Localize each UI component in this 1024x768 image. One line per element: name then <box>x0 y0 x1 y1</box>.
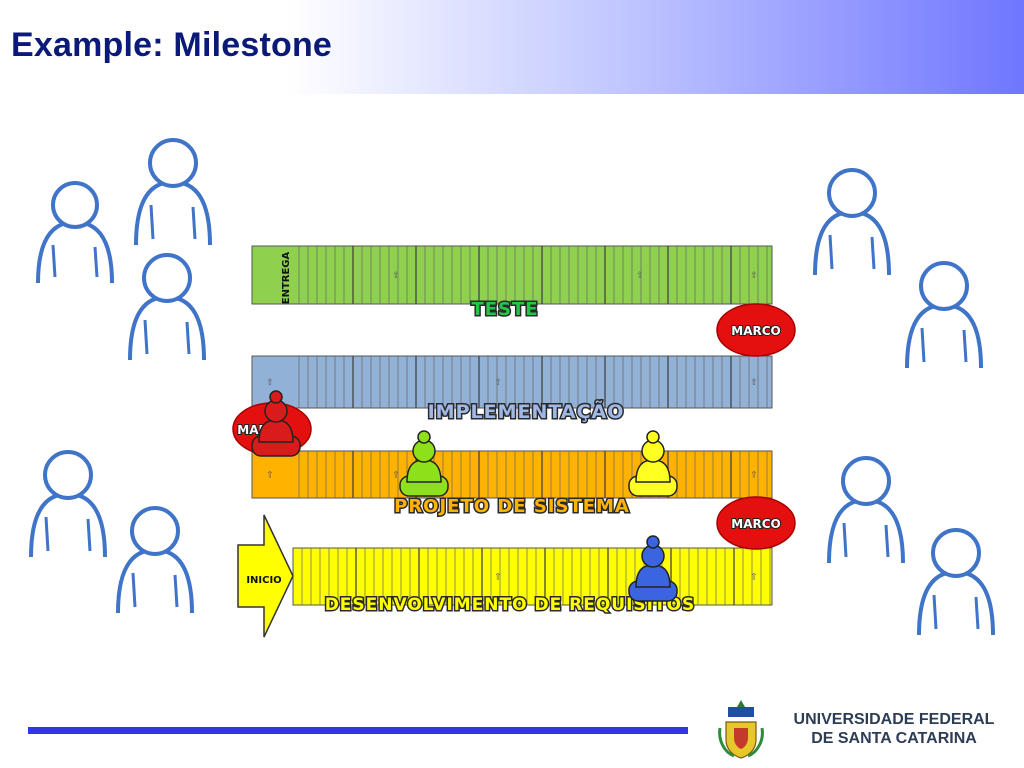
university-crest-icon <box>718 700 764 759</box>
direction-arrow-icon: ⇧ <box>266 471 274 481</box>
direction-arrow-icon: ⇧ <box>392 271 400 281</box>
lane-teste: ⇧ ⇧ ⇧ <box>251 245 773 305</box>
lane-background <box>251 245 773 305</box>
inicio-arrow: INICIO <box>237 514 294 638</box>
university-name-line2: DE SANTA CATARINA <box>811 730 977 747</box>
direction-arrow-icon: ⇧ <box>266 378 274 388</box>
direction-arrow-icon: ⇧ <box>392 471 400 481</box>
stage-label-projeto-de-sistema: PROJETO DE SISTEMA <box>394 496 630 517</box>
person-icon <box>905 261 983 369</box>
lane-implementacao: ⇧ ⇧ ⇧ <box>251 355 773 409</box>
lane-background <box>251 450 773 499</box>
person-icon <box>29 450 107 558</box>
university-name: UNIVERSIDADE FEDERAL DE SANTA CATARINA <box>774 710 1014 748</box>
lane-projeto-de-sistema: ⇧ ⇧ ⇧ <box>251 450 773 499</box>
pawn-yellow-icon <box>628 430 678 497</box>
footer-divider <box>28 727 688 734</box>
person-icon <box>134 138 212 246</box>
pawn-red-icon <box>251 390 301 457</box>
person-icon <box>827 456 905 564</box>
pawn-green-icon <box>399 430 449 497</box>
slide-title: Example: Milestone <box>11 26 333 64</box>
stage-label-desenvolvimento-de-requisitos: DESENVOLVIMENTO DE REQUISITOS <box>325 595 696 615</box>
milestone-label: MARCO <box>731 517 780 531</box>
direction-arrow-icon: ⇧ <box>494 378 502 388</box>
direction-arrow-icon: ⇧ <box>636 271 644 281</box>
person-icon <box>36 181 114 284</box>
milestone-label: MARCO <box>731 324 780 338</box>
milestone-marker: MARCO <box>716 496 796 550</box>
lane-background <box>292 547 773 606</box>
direction-arrow-icon: ⇧ <box>750 471 758 481</box>
inicio-label: INICIO <box>246 575 281 586</box>
stage-label-implementacao: IMPLEMENTAÇÃO <box>428 399 625 423</box>
lane-desenvolvimento-de-requisitos: ⇧⇧ <box>292 547 773 606</box>
direction-arrow-icon: ⇧ <box>750 573 758 583</box>
university-name-line1: UNIVERSIDADE FEDERAL <box>793 711 995 728</box>
person-icon <box>917 528 995 636</box>
person-icon <box>128 253 206 361</box>
slide-header-bar: Example: Milestone <box>0 0 1024 94</box>
direction-arrow-icon: ⇧ <box>494 573 502 583</box>
person-icon <box>813 168 891 276</box>
direction-arrow-icon: ⇧ <box>750 271 758 281</box>
milestone-marker: MARCO <box>716 303 796 357</box>
person-icon <box>116 506 194 614</box>
lane-background <box>251 355 773 409</box>
entrega-label: ENTREGA <box>281 251 292 304</box>
stage-label-teste: TESTE <box>471 299 538 320</box>
direction-arrow-icon: ⇧ <box>750 378 758 388</box>
pawn-blue-icon <box>628 535 678 602</box>
